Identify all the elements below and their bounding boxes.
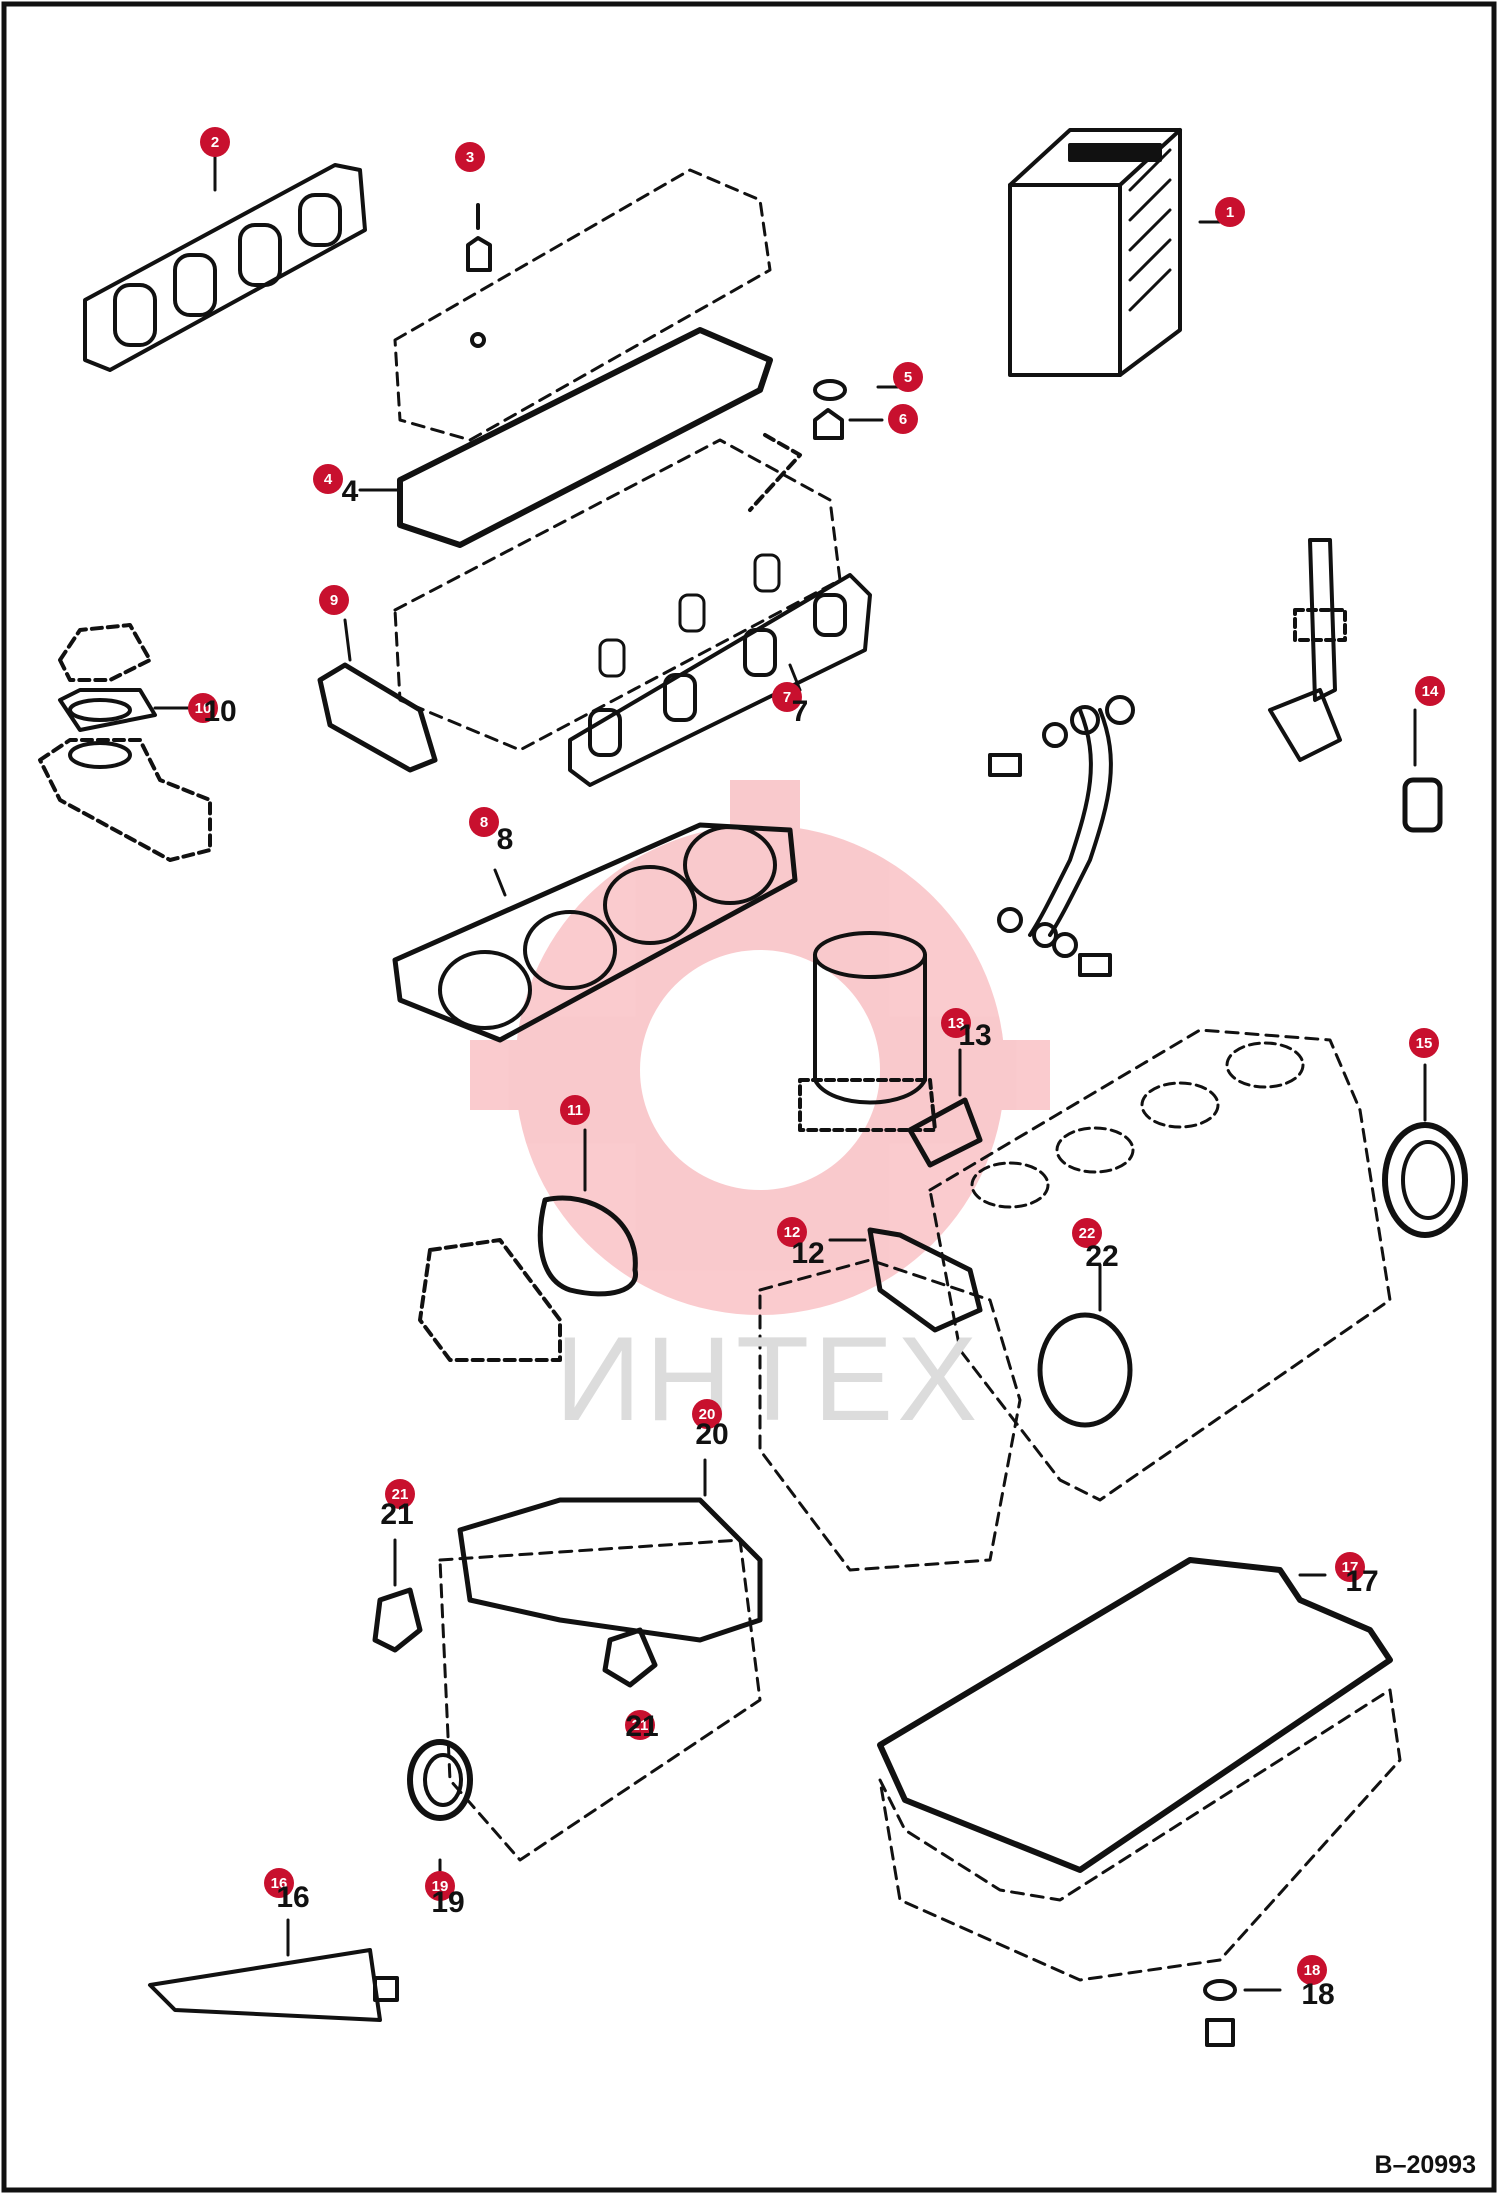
- part-label-17: 17: [1345, 1565, 1379, 1598]
- drawing-number: B–20993: [1374, 2151, 1476, 2179]
- callout-8[interactable]: 8: [469, 807, 499, 837]
- timing-cover-outline: [438, 1538, 762, 1862]
- callout-9[interactable]: 9: [319, 585, 349, 615]
- part-label-13: 13: [958, 1019, 992, 1052]
- part-label-22: 22: [1085, 1240, 1119, 1273]
- watermark-text: ИНТЕХ: [555, 1312, 982, 1446]
- cylinder-bores: [970, 1041, 1305, 1209]
- callout-17[interactable]: 17: [1335, 1552, 1365, 1582]
- part-label-19: 19: [431, 1886, 465, 1919]
- callout-13[interactable]: 13: [941, 1008, 971, 1038]
- dipstick-tube: [1268, 538, 1443, 833]
- oil-filter: [798, 931, 983, 1168]
- water-outlet-gasket: [317, 662, 438, 773]
- head-gasket: [392, 822, 798, 1043]
- part-label-4: 4: [341, 475, 359, 508]
- small-gaskets: [372, 1587, 658, 1688]
- callout-4[interactable]: 4: [313, 464, 343, 494]
- valve-cover-outline: [393, 168, 772, 442]
- callout-18[interactable]: 18: [1297, 1955, 1327, 1985]
- valve-cover-gasket: [397, 327, 773, 548]
- callout-21b[interactable]: 21: [625, 1710, 655, 1740]
- part-label-20: 20: [695, 1418, 729, 1451]
- front-plate-gasket: [758, 1227, 1022, 1572]
- callout-14[interactable]: 14: [1415, 676, 1445, 706]
- water-pump-gasket: [418, 1195, 638, 1362]
- part-label-8: 8: [496, 823, 514, 856]
- part-label-18: 18: [1301, 1978, 1335, 2011]
- callout-22[interactable]: 22: [1072, 1218, 1102, 1248]
- callout-1[interactable]: 1: [1215, 197, 1245, 227]
- callout-2[interactable]: 2: [200, 127, 230, 157]
- part-label-10: 10: [203, 695, 237, 728]
- cylinder-head-ports: [598, 553, 781, 678]
- part-label-12: 12: [791, 1237, 825, 1270]
- part-label-21b: 21: [625, 1710, 659, 1743]
- cap-nut: [466, 203, 492, 348]
- part-label-7: 7: [791, 695, 809, 728]
- callout-16[interactable]: 16: [264, 1868, 294, 1898]
- seal-washers: [748, 379, 847, 512]
- callout-21a[interactable]: 21: [385, 1479, 415, 1509]
- sealant-tube: [148, 1948, 399, 2022]
- cylinder-block-outline: [928, 1028, 1392, 1502]
- callout-20[interactable]: 20: [692, 1399, 722, 1429]
- o-ring: [1037, 1312, 1133, 1428]
- callout-15[interactable]: 15: [1409, 1028, 1439, 1058]
- pipe-with-bolts: [988, 695, 1135, 977]
- callout-12[interactable]: 12: [777, 1217, 807, 1247]
- timing-cover-gasket: [457, 1497, 763, 1643]
- intake-manifold-gasket: [568, 573, 872, 787]
- callout-19[interactable]: 19: [425, 1871, 455, 1901]
- rear-oil-seal: [1382, 1122, 1468, 1238]
- part-label-21a: 21: [380, 1498, 414, 1531]
- callout-10[interactable]: 10: [188, 693, 218, 723]
- callout-7[interactable]: 7: [772, 682, 802, 712]
- callout-5[interactable]: 5: [893, 362, 923, 392]
- gasket-kit-box: [1008, 128, 1182, 377]
- oil-pan-gasket: [877, 1557, 1402, 1982]
- callout-6[interactable]: 6: [888, 404, 918, 434]
- callout-11[interactable]: 11: [560, 1095, 590, 1125]
- flange-gaskets: [38, 623, 212, 862]
- manifold-gasket-top: [83, 163, 367, 372]
- part-label-16: 16: [276, 1881, 310, 1914]
- front-oil-seal: [407, 1739, 473, 1821]
- callout-3[interactable]: 3: [455, 142, 485, 172]
- drain-plug: [1203, 1979, 1237, 2047]
